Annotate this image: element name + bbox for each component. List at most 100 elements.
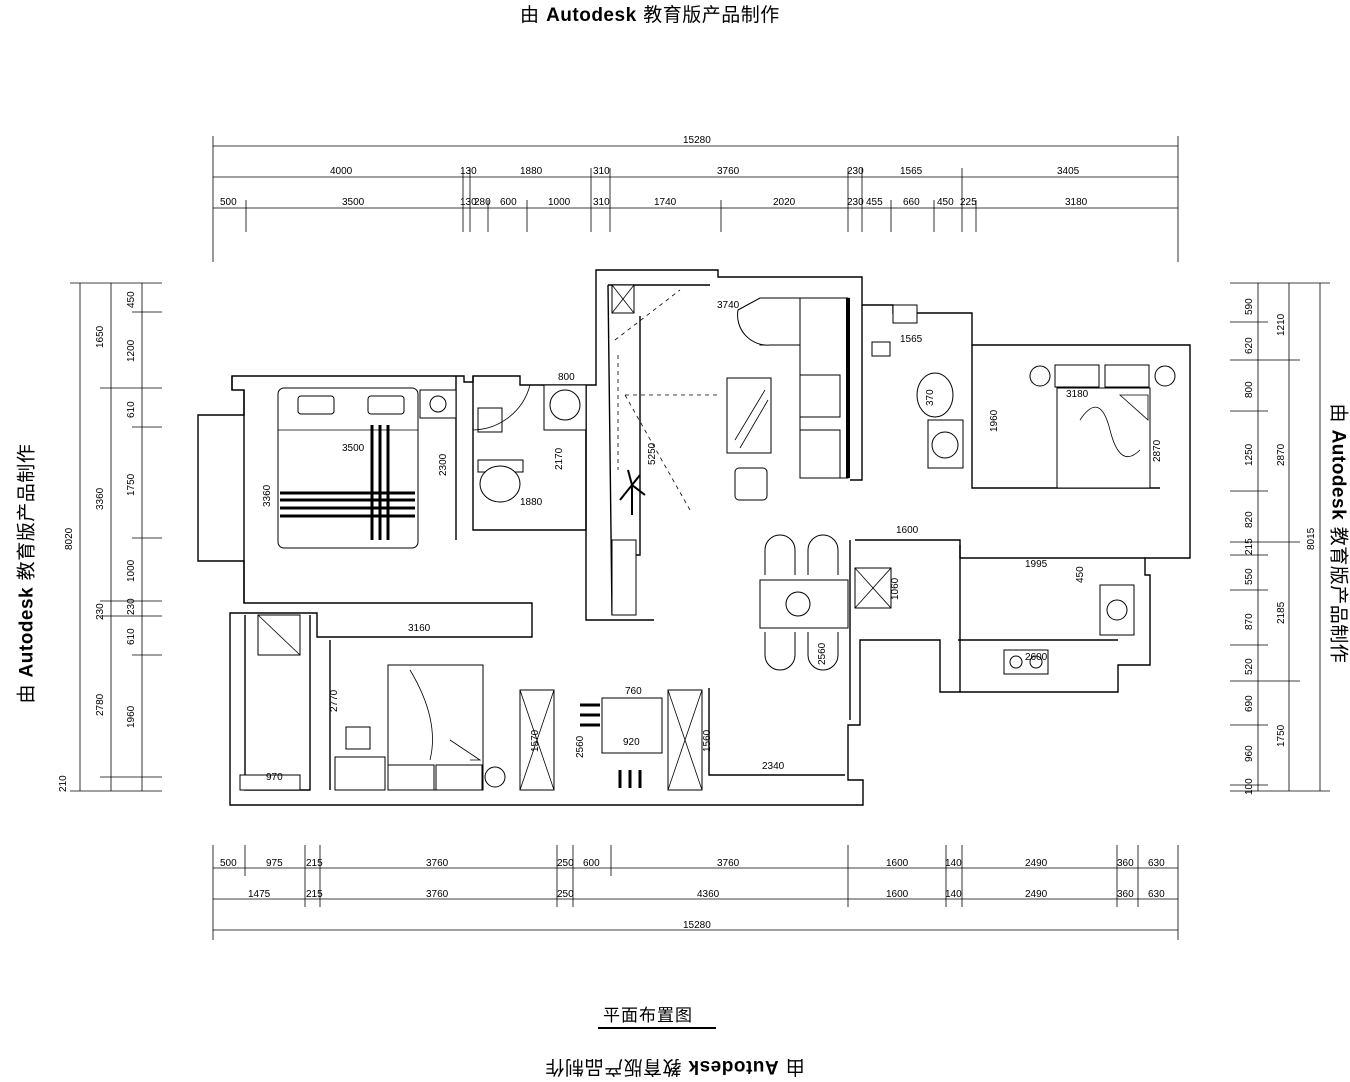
svg-text:3160: 3160	[408, 623, 431, 634]
svg-text:450: 450	[937, 197, 954, 208]
svg-text:500: 500	[220, 858, 237, 869]
svg-text:2020: 2020	[773, 197, 796, 208]
svg-text:310: 310	[593, 166, 610, 177]
dim-right-labels: 8015 1210 2870 2185 1750 590 620 800 125…	[1244, 298, 1317, 795]
svg-text:1995: 1995	[1025, 559, 1048, 570]
svg-text:250: 250	[557, 889, 574, 900]
svg-text:620: 620	[1244, 337, 1255, 354]
svg-text:230: 230	[847, 197, 864, 208]
svg-text:610: 610	[126, 628, 137, 645]
svg-text:500: 500	[220, 197, 237, 208]
svg-text:630: 630	[1148, 889, 1165, 900]
svg-text:550: 550	[1244, 568, 1255, 585]
bathroom2-fixtures	[872, 305, 963, 468]
svg-text:3360: 3360	[262, 484, 273, 507]
svg-text:2870: 2870	[1276, 443, 1287, 466]
svg-text:800: 800	[1244, 381, 1255, 398]
svg-text:1600: 1600	[886, 889, 909, 900]
svg-text:360: 360	[1117, 858, 1134, 869]
plant-icon	[620, 470, 645, 515]
svg-text:2490: 2490	[1025, 858, 1048, 869]
svg-text:3180: 3180	[1065, 197, 1088, 208]
svg-text:100: 100	[1244, 778, 1255, 795]
svg-text:215: 215	[1244, 538, 1255, 555]
svg-text:1960: 1960	[126, 705, 137, 728]
watermark-bottom: 由 Autodesk 教育版产品制作	[545, 1055, 805, 1082]
svg-text:2300: 2300	[438, 453, 449, 476]
svg-text:1060: 1060	[890, 577, 901, 600]
dim-top-row1-labels: 4000 130 1880 310 3760 230 1565 3405	[330, 166, 1080, 177]
svg-text:215: 215	[306, 858, 323, 869]
svg-text:230: 230	[847, 166, 864, 177]
svg-text:2600: 2600	[1025, 652, 1048, 663]
svg-text:280: 280	[474, 197, 491, 208]
svg-text:4360: 4360	[697, 889, 720, 900]
svg-text:1600: 1600	[886, 858, 909, 869]
dim-bottom-total: 15280	[683, 920, 711, 931]
svg-text:3405: 3405	[1057, 166, 1080, 177]
title-underline	[598, 1027, 716, 1029]
svg-text:230: 230	[126, 598, 137, 615]
watermark-left: 由 Autodesk 教育版产品制作	[12, 414, 39, 704]
svg-text:3760: 3760	[426, 858, 449, 869]
dim-bottom-row1-labels: 500 975 215 3760 250 600 3760 1600 140 2…	[220, 858, 1165, 869]
svg-text:1570: 1570	[530, 729, 541, 752]
dim-bottom-row2-labels: 1475 215 3760 250 4360 1600 140 2490 360…	[248, 889, 1165, 900]
bathroom1-fixtures	[420, 385, 586, 502]
svg-text:310: 310	[593, 197, 610, 208]
svg-text:2490: 2490	[1025, 889, 1048, 900]
svg-text:3760: 3760	[717, 166, 740, 177]
svg-text:660: 660	[903, 197, 920, 208]
svg-text:3760: 3760	[426, 889, 449, 900]
svg-text:140: 140	[945, 858, 962, 869]
svg-text:2170: 2170	[554, 447, 565, 470]
svg-text:450: 450	[126, 291, 137, 308]
svg-text:3360: 3360	[95, 487, 106, 510]
svg-text:2770: 2770	[329, 689, 340, 712]
kitchen-fixtures	[1004, 585, 1134, 674]
svg-text:590: 590	[1244, 298, 1255, 315]
svg-text:820: 820	[1244, 511, 1255, 528]
svg-text:600: 600	[500, 197, 517, 208]
svg-text:3740: 3740	[717, 300, 740, 311]
svg-text:8020: 8020	[64, 527, 75, 550]
svg-text:1560: 1560	[702, 729, 713, 752]
svg-text:970: 970	[266, 772, 283, 783]
bed-master	[1030, 365, 1175, 488]
entrance-cabinets	[612, 285, 720, 615]
watermark-right: 由 Autodesk 教育版产品制作	[1327, 404, 1350, 694]
svg-text:960: 960	[1244, 745, 1255, 762]
svg-text:1000: 1000	[126, 559, 137, 582]
bed-bedroom1	[278, 388, 418, 548]
svg-text:225: 225	[960, 197, 977, 208]
svg-text:610: 610	[126, 401, 137, 418]
svg-text:210: 210	[58, 775, 69, 792]
svg-text:3500: 3500	[342, 197, 365, 208]
dim-top-row2-labels: 500 3500 130 280 600 1000 310 1740 2020 …	[220, 197, 1088, 208]
svg-text:1000: 1000	[548, 197, 571, 208]
svg-text:975: 975	[266, 858, 283, 869]
svg-text:1210: 1210	[1276, 313, 1287, 336]
svg-text:2185: 2185	[1276, 601, 1287, 624]
dim-left-labels: 8020 1650 3360 230 2780 210 450 1200 610…	[58, 291, 137, 792]
svg-text:760: 760	[625, 686, 642, 697]
svg-text:450: 450	[1075, 566, 1086, 583]
svg-text:1880: 1880	[520, 497, 543, 508]
left-dimension-chain	[70, 283, 162, 791]
svg-text:2780: 2780	[95, 693, 106, 716]
svg-text:1880: 1880	[520, 166, 543, 177]
svg-text:140: 140	[945, 889, 962, 900]
svg-text:5250: 5250	[647, 442, 658, 465]
svg-text:250: 250	[557, 858, 574, 869]
svg-text:920: 920	[623, 737, 640, 748]
drawing-title: 平面布置图	[603, 1001, 693, 1026]
svg-text:1475: 1475	[248, 889, 271, 900]
svg-text:800: 800	[558, 372, 575, 383]
svg-text:2560: 2560	[817, 642, 828, 665]
svg-text:1565: 1565	[900, 166, 923, 177]
svg-text:1200: 1200	[126, 339, 137, 362]
svg-text:230: 230	[95, 603, 106, 620]
svg-text:1750: 1750	[126, 473, 137, 496]
svg-text:3760: 3760	[717, 858, 740, 869]
